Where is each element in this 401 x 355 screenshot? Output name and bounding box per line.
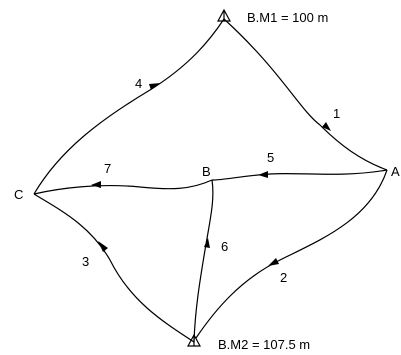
route-2-arrow-icon: [268, 258, 279, 266]
route-3-line: [33, 193, 195, 343]
route-1-label: 1: [333, 106, 340, 121]
route-7-line: [33, 179, 213, 195]
route-6-arrow-icon: [204, 238, 210, 248]
bm2-label: B.M2 = 107.5 m: [218, 337, 310, 352]
route-6-line: [193, 179, 214, 343]
bm1-label: B.M1 = 100 m: [247, 10, 328, 25]
node-a-label: A: [391, 164, 400, 179]
route-3-arrow-icon: [98, 241, 108, 252]
route-4-label: 4: [135, 76, 142, 91]
node-c-label: C: [14, 187, 23, 202]
route-5-line: [211, 169, 388, 181]
route-2-line: [195, 169, 388, 339]
route-7-arrow-icon: [91, 181, 101, 188]
route-6-label: 6: [221, 239, 228, 254]
route-1-line: [223, 18, 388, 171]
route-3-label: 3: [82, 254, 89, 269]
route-1-arrow-icon: [322, 122, 331, 131]
route-7-label: 7: [104, 161, 111, 176]
route-2-label: 2: [280, 270, 287, 285]
node-b-label: B: [202, 164, 211, 179]
route-5-label: 5: [267, 150, 274, 165]
route-4-arrow-icon: [149, 83, 161, 90]
route-4-line: [33, 18, 225, 195]
route-5-arrow-icon: [258, 171, 268, 178]
